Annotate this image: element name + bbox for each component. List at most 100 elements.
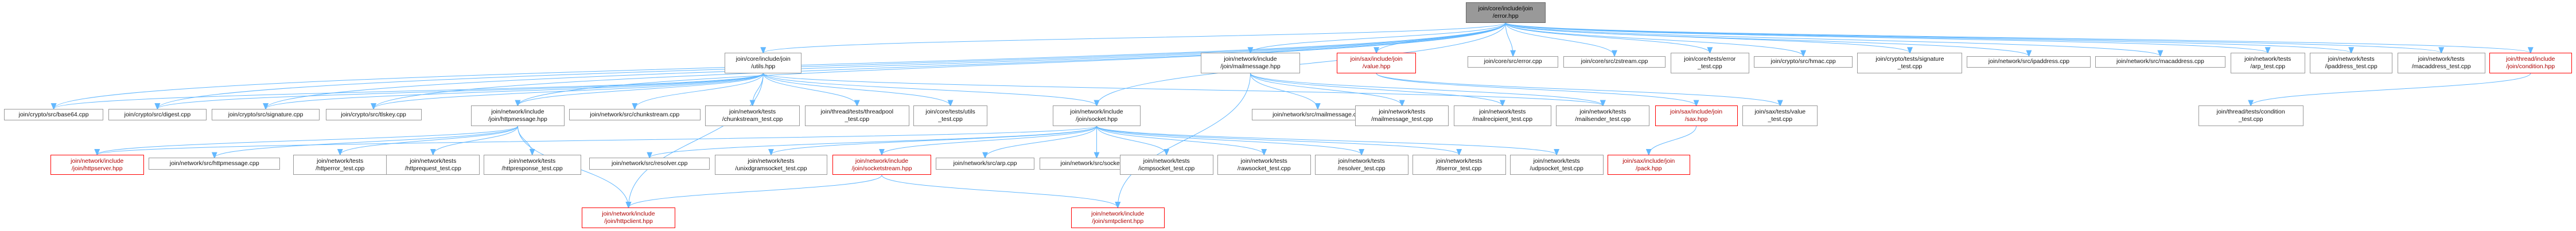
graph-node-error-cpp[interactable]: join/core/src/error.cpp bbox=[1468, 56, 1559, 68]
graph-node-label: _test.cpp bbox=[1698, 62, 1722, 70]
graph-node-resolver-test[interactable]: join/network/tests/resolver_test.cpp bbox=[1314, 154, 1408, 175]
graph-node-httpmessage-hpp[interactable]: join/network/include/join/httpmessage.hp… bbox=[471, 105, 565, 126]
graph-node-label: join/crypto/src/base64.cpp bbox=[18, 111, 89, 118]
graph-node-label: join/network/tests bbox=[729, 108, 776, 116]
graph-node-label: join/network/tests bbox=[410, 157, 457, 165]
graph-node-label: /join/httpclient.hpp bbox=[604, 217, 653, 225]
graph-node-label: join/network/src/arp.cpp bbox=[953, 160, 1017, 167]
graph-node-label: join/network/include bbox=[71, 157, 124, 165]
graph-node-utils-test[interactable]: join/core/tests/utils_test.cpp bbox=[913, 105, 988, 126]
graph-node-mailmessage-test[interactable]: join/network/tests/mailmessage_test.cpp bbox=[1355, 105, 1449, 126]
graph-node-label: /arp_test.cpp bbox=[2250, 62, 2286, 70]
graph-node-base64-cpp[interactable]: join/crypto/src/base64.cpp bbox=[4, 108, 104, 121]
graph-node-signature-test[interactable]: join/crypto/tests/signature_test.cpp bbox=[1857, 53, 1963, 73]
edge-mailmessage_hpp-to-mailmessage_cpp bbox=[1250, 73, 1321, 110]
graph-node-httpclient-hpp[interactable]: join/network/include/join/httpclient.hpp bbox=[582, 207, 675, 228]
edge-socket_hpp-to-httpserver_hpp bbox=[94, 126, 1098, 156]
edge-utils-to-tlskey_cpp bbox=[371, 73, 764, 110]
graph-node-chunkstream-cpp[interactable]: join/network/src/chunkstream.cpp bbox=[569, 108, 701, 121]
graph-node-label: /pack.hpp bbox=[1635, 165, 1662, 172]
graph-node-digest-cpp[interactable]: join/crypto/src/digest.cpp bbox=[108, 108, 207, 121]
graph-node-udpsocket-test[interactable]: join/network/tests/udpsocket_test.cpp bbox=[1509, 154, 1604, 175]
graph-node-tlserror-test[interactable]: join/network/tests/tlserror_test.cpp bbox=[1412, 154, 1506, 175]
graph-node-label: join/crypto/tests/signature bbox=[1875, 55, 1944, 62]
graph-node-unixdgramsocket-test[interactable]: join/network/tests/unixdgramsocket_test.… bbox=[715, 154, 827, 175]
graph-node-httpresponse-test[interactable]: join/network/tests/httpresponse_test.cpp bbox=[483, 154, 581, 175]
graph-node-condition-test[interactable]: join/thread/tests/condition_test.cpp bbox=[2198, 105, 2303, 126]
edge-root-to-signature_cpp bbox=[263, 22, 1506, 110]
edge-condition_hpp-to-condition_test bbox=[2248, 73, 2531, 107]
graph-node-signature-cpp[interactable]: join/crypto/src/signature.cpp bbox=[211, 108, 320, 121]
graph-node-rawsocket-test[interactable]: join/network/tests/rawsocket_test.cpp bbox=[1217, 154, 1311, 175]
edge-httpmessage_hpp-to-httprequest_test bbox=[430, 126, 518, 156]
graph-node-mailmessage-cpp[interactable]: join/network/src/mailmessage.cpp bbox=[1252, 108, 1384, 121]
edge-socket_hpp-to-udpsocket_test bbox=[1096, 126, 1559, 156]
edge-mailmessage_hpp-to-mailrecipient_test bbox=[1250, 73, 1505, 107]
edge-root-to-ipaddress_cpp bbox=[1505, 22, 2032, 57]
graph-node-label: /resolver_test.cpp bbox=[1337, 165, 1386, 172]
graph-node-socketstream-hpp[interactable]: join/network/include/join/socketstream.h… bbox=[832, 154, 932, 175]
graph-node-mailmessage-hpp[interactable]: join/network/include/join/mailmessage.hp… bbox=[1201, 53, 1300, 73]
graph-node-label: join/network/src/resolver.cpp bbox=[611, 160, 688, 167]
graph-node-httpmessage-cpp[interactable]: join/network/src/httpmessage.cpp bbox=[149, 158, 281, 170]
graph-node-label: join/network/include bbox=[1070, 108, 1123, 116]
edge-socketstream_hpp-to-smtpclient_hpp bbox=[881, 175, 1121, 209]
graph-node-label: join/network/src/mailmessage.cpp bbox=[1273, 111, 1363, 118]
graph-node-label: _test.cpp bbox=[1768, 116, 1793, 123]
graph-node-ipaddress-test[interactable]: join/network/tests/ipaddress_test.cpp bbox=[2310, 53, 2393, 73]
graph-node-icmpsocket-test[interactable]: join/network/tests/icmpsocket_test.cpp bbox=[1119, 154, 1213, 175]
edge-mailmessage_hpp-to-smtpclient_hpp bbox=[1115, 73, 1251, 209]
edge-root-to-zstream_cpp bbox=[1505, 22, 1617, 57]
edge-socket_hpp-to-resolver_cpp bbox=[647, 126, 1098, 159]
graph-node-label: /join/httpserver.hpp bbox=[71, 165, 123, 172]
graph-node-threadpool-test[interactable]: join/thread/tests/threadpool_test.cpp bbox=[805, 105, 909, 126]
edge-root-to-httpmessage_hpp bbox=[515, 22, 1506, 107]
graph-node-resolver-cpp[interactable]: join/network/src/resolver.cpp bbox=[589, 158, 710, 170]
graph-node-label: join/network/tests bbox=[1579, 108, 1626, 116]
edge-root-to-utils bbox=[760, 22, 1506, 54]
edge-root-to-signature_test bbox=[1505, 22, 1913, 54]
graph-node-label: /udpsocket_test.cpp bbox=[1530, 165, 1583, 172]
graph-node-label: join/network/src/httpmessage.cpp bbox=[169, 160, 259, 167]
graph-node-label: /join/socketstream.hpp bbox=[851, 165, 912, 172]
graph-node-hmac-cpp[interactable]: join/crypto/src/hmac.cpp bbox=[1754, 56, 1853, 68]
graph-node-macaddress-cpp[interactable]: join/network/src/macaddress.cpp bbox=[2095, 56, 2226, 68]
graph-node-label: join/network/tests bbox=[2328, 55, 2375, 62]
graph-node-label: /mailmessage_test.cpp bbox=[1371, 116, 1433, 123]
graph-node-value-test[interactable]: join/sax/tests/value_test.cpp bbox=[1742, 105, 1818, 126]
graph-node-httpserver-hpp[interactable]: join/network/include/join/httpserver.hpp bbox=[50, 154, 144, 175]
graph-node-label: join/network/tests bbox=[1240, 157, 1287, 165]
graph-node-pack-hpp[interactable]: join/sax/include/join/pack.hpp bbox=[1607, 154, 1690, 175]
edge-socket_hpp-to-rawsocket_test bbox=[1096, 126, 1267, 156]
graph-node-tlskey-cpp[interactable]: join/crypto/src/tlskey.cpp bbox=[325, 108, 422, 121]
graph-node-label: _test.cpp bbox=[938, 116, 963, 123]
graph-node-label: /join/socket.hpp bbox=[1076, 116, 1118, 123]
graph-node-mailrecipient-test[interactable]: join/network/tests/mailrecipient_test.cp… bbox=[1453, 105, 1551, 126]
edge-utils-to-signature_cpp bbox=[263, 73, 764, 110]
graph-node-sax-hpp[interactable]: join/sax/include/join/sax.hpp bbox=[1655, 105, 1738, 126]
graph-node-socket-hpp[interactable]: join/network/include/join/socket.hpp bbox=[1053, 105, 1141, 126]
graph-node-label: /utils.hpp bbox=[751, 62, 776, 70]
graph-node-utils[interactable]: join/core/include/join/utils.hpp bbox=[725, 53, 802, 73]
graph-node-sax-value[interactable]: join/sax/include/join/value.hpp bbox=[1336, 53, 1417, 73]
graph-node-condition-hpp[interactable]: join/thread/include/join/condition.hpp bbox=[2489, 53, 2572, 73]
graph-node-ipaddress-cpp[interactable]: join/network/src/ipaddress.cpp bbox=[1967, 56, 2091, 68]
graph-node-label: /rawsocket_test.cpp bbox=[1237, 165, 1291, 172]
graph-node-smtpclient-hpp[interactable]: join/network/include/join/smtpclient.hpp bbox=[1071, 207, 1165, 228]
graph-node-macaddress-test[interactable]: join/network/tests/macaddress_test.cpp bbox=[2397, 53, 2485, 73]
graph-node-zstream-cpp[interactable]: join/core/src/zstream.cpp bbox=[1563, 56, 1666, 68]
graph-node-chunkstream-test[interactable]: join/network/tests/chunkstream_test.cpp bbox=[705, 105, 800, 126]
graph-node-error-test[interactable]: join/core/tests/error_test.cpp bbox=[1670, 53, 1749, 73]
graph-node-label: _test.cpp bbox=[2238, 116, 2263, 123]
graph-node-label: /join/httpmessage.hpp bbox=[488, 116, 547, 123]
graph-node-label: join/network/tests bbox=[1143, 157, 1190, 165]
graph-node-arp-cpp[interactable]: join/network/src/arp.cpp bbox=[935, 158, 1035, 170]
graph-node-mailsender-test[interactable]: join/network/tests/mailsender_test.cpp bbox=[1556, 105, 1650, 126]
graph-node-arp-test[interactable]: join/network/tests/arp_test.cpp bbox=[2230, 53, 2305, 73]
graph-node-label: /httprequest_test.cpp bbox=[404, 165, 461, 172]
graph-node-label: join/network/tests bbox=[1338, 157, 1385, 165]
graph-node-httperror-test[interactable]: join/network/tests/httperror_test.cpp bbox=[293, 154, 387, 175]
edge-root-to-digest_cpp bbox=[154, 22, 1506, 110]
edge-utils-to-httpmessage_hpp bbox=[515, 73, 764, 107]
graph-node-httprequest-test[interactable]: join/network/tests/httprequest_test.cpp bbox=[386, 154, 480, 175]
